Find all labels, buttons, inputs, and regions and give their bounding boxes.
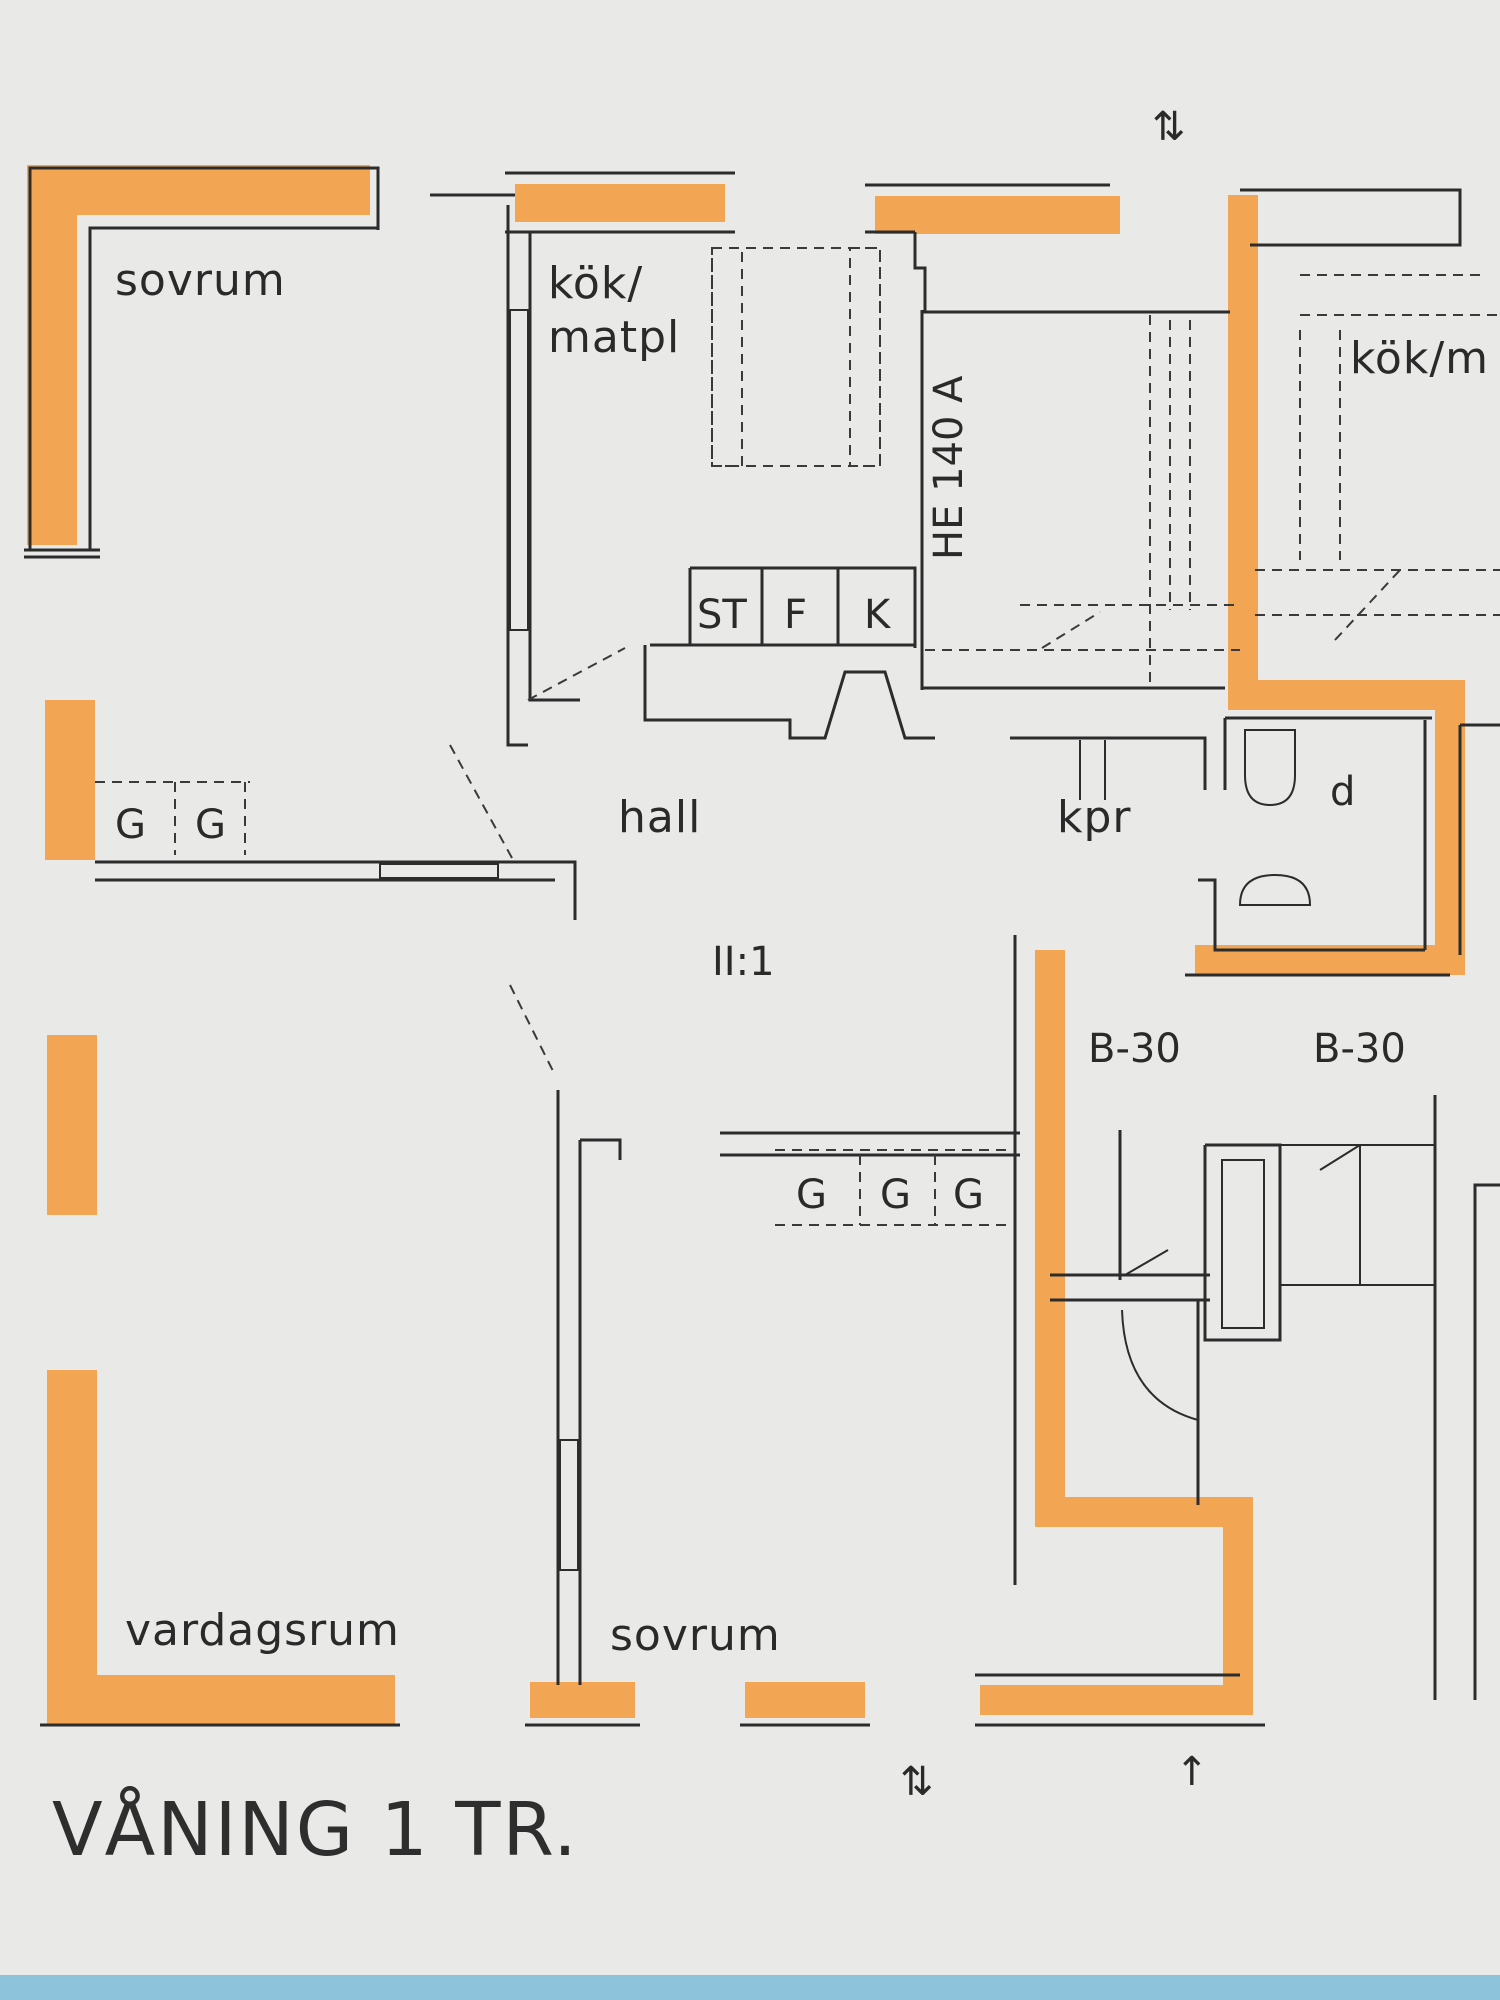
floor-title: VÅNING 1 TR. — [52, 1785, 579, 1873]
highlighted-walls — [27, 165, 1465, 1725]
room-label-kok-matpl-2: matpl — [548, 312, 680, 363]
closet-g-2: G — [195, 802, 226, 848]
appliance-k: K — [864, 592, 892, 638]
room-label-vardagsrum: vardagsrum — [125, 1605, 400, 1656]
appliance-labels: ST F K — [697, 592, 892, 638]
flow-arrow-top: ⇅ — [1152, 104, 1186, 150]
appliance-st: ST — [697, 592, 747, 638]
flow-arrow-bottom: ⇅ — [900, 1759, 934, 1805]
door-b30-left: B-30 — [1088, 1026, 1181, 1072]
door-b30-right: B-30 — [1313, 1026, 1406, 1072]
room-label-kok-matpl-1: kök/ — [548, 258, 643, 309]
beam-label-he140a: HE 140 A — [926, 375, 972, 560]
room-label-sovrum-bottom: sovrum — [610, 1610, 781, 1661]
room-labels: sovrum kök/ matpl kök/m hall kpr vardags… — [115, 255, 1489, 1661]
closet-g-1: G — [115, 802, 146, 848]
room-label-kpr: kpr — [1057, 792, 1132, 843]
flow-arrow-up: ↑ — [1175, 1749, 1209, 1795]
closet-g-5: G — [953, 1172, 984, 1218]
room-label-kok-m: kök/m — [1350, 333, 1489, 384]
stair-code: II:1 — [712, 939, 775, 985]
room-label-sovrum-top: sovrum — [115, 255, 286, 306]
paper-edge — [0, 1975, 1500, 2000]
technical-marks: HE 140 A G G G G G II:1 B-30 B-30 d ⇅ ⇅ … — [115, 104, 1406, 1805]
appliance-f: F — [784, 592, 807, 638]
label-d: d — [1330, 769, 1355, 815]
walls — [24, 166, 1500, 1727]
dashed-furniture — [95, 247, 1500, 1226]
closet-g-4: G — [880, 1172, 911, 1218]
room-label-hall: hall — [618, 792, 701, 843]
closet-g-3: G — [796, 1172, 827, 1218]
